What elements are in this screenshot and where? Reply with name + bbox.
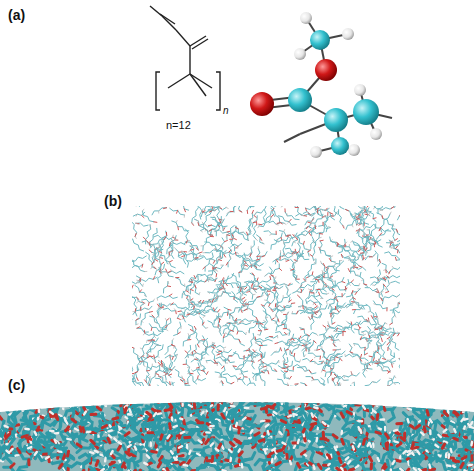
repeat-count: n=12 bbox=[166, 120, 191, 131]
panel-label: (c) bbox=[8, 378, 25, 392]
repeat-count: n bbox=[223, 106, 229, 116]
ball-and-stick-model bbox=[250, 12, 392, 158]
surface-slab bbox=[0, 366, 474, 471]
skeletal-formula bbox=[150, 6, 220, 110]
simulation-box bbox=[132, 206, 400, 386]
panel-label: (a) bbox=[8, 8, 25, 22]
panel-label: (b) bbox=[104, 194, 122, 208]
